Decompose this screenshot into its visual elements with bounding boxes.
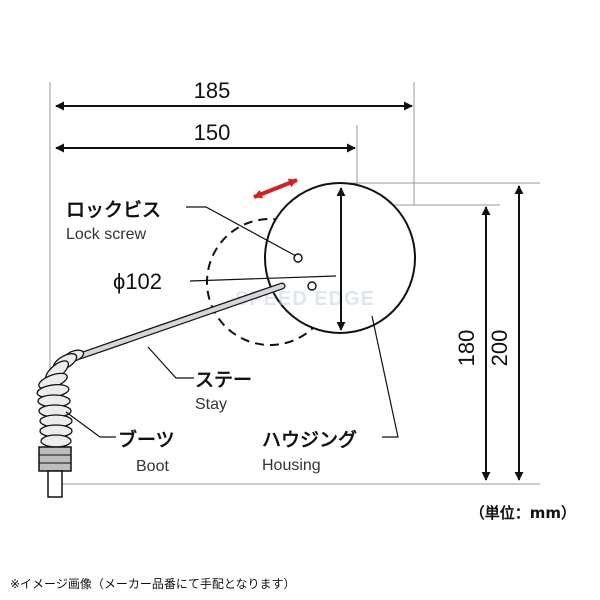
lock-screw-label-en: Lock screw (66, 226, 146, 243)
leader-lines (65, 206, 399, 438)
boot-label-jp: ブーツ (118, 428, 175, 451)
mount-base (38, 446, 72, 498)
lock-screw-label-jp: ロックビス (66, 199, 161, 221)
diameter-leader (189, 275, 337, 282)
footnote: ※イメージ画像（メーカー品番にて手配となります） (10, 577, 295, 591)
housing-label-en: Housing (262, 457, 321, 474)
watermark: SPEED EDGE (235, 288, 375, 310)
lock-screws (293, 253, 317, 291)
stay-label-jp: ステー (195, 369, 252, 391)
dimension-185-label: 185 (194, 78, 231, 103)
unit-label: （単位：mm） (470, 504, 576, 522)
boot-label-en: Boot (136, 458, 169, 475)
dimension-200-label: 200 (487, 330, 512, 367)
stay-rod (76, 282, 286, 360)
dimension-180-label: 180 (454, 330, 479, 367)
rotation-arrow (253, 178, 298, 199)
diameter-label: ϕ102 (113, 269, 162, 294)
dimension-150-label: 150 (194, 120, 231, 145)
housing-label-jp: ハウジング (262, 428, 357, 451)
stay-label-en: Stay (195, 396, 227, 413)
boot-bellows (36, 349, 85, 448)
